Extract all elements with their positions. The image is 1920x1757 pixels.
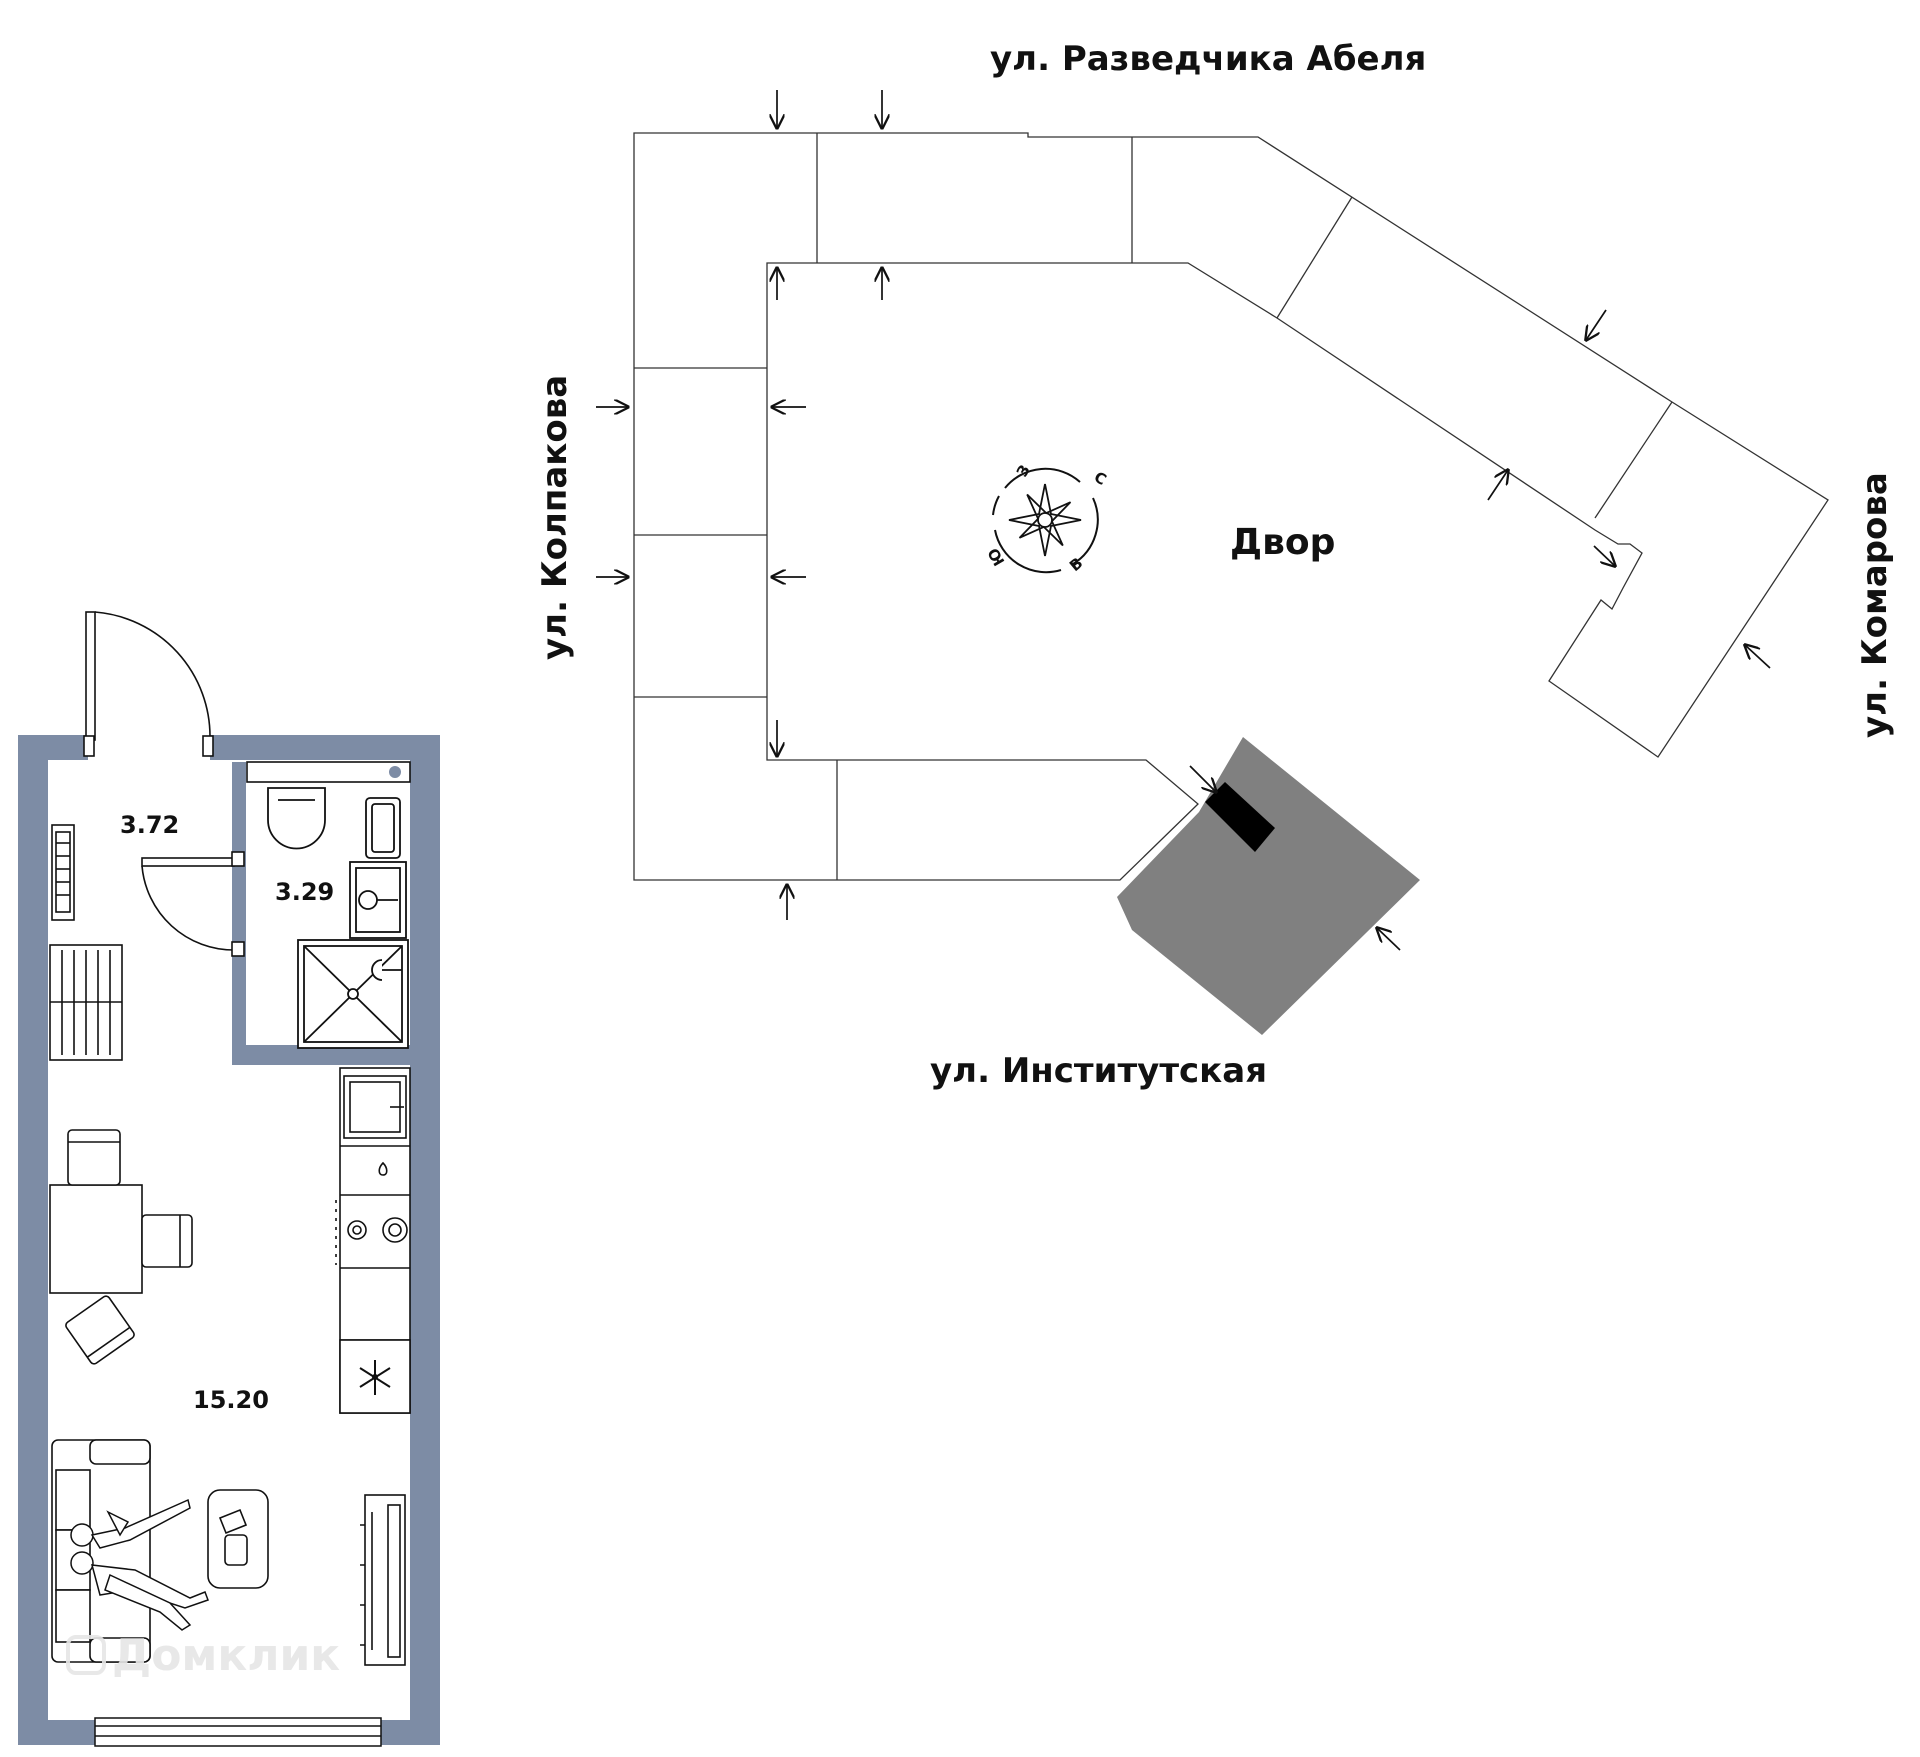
balcony-window	[94, 1717, 382, 1747]
courtyard-label: Двор	[1230, 522, 1335, 563]
compass-north: С	[1091, 468, 1110, 489]
snowflake-icon	[359, 1360, 391, 1395]
entrance-arrow	[1593, 545, 1615, 566]
area-hall: 3.72	[120, 811, 179, 839]
street-east: ул. Комарова	[1855, 472, 1895, 738]
hall-radiator	[51, 824, 75, 921]
bathroom-door	[141, 851, 245, 957]
apartment-plan: 3.72 3.29 15.20 Домклик	[18, 611, 440, 1747]
compass-south: Ю	[984, 545, 1008, 569]
shower-cabin	[297, 939, 409, 1049]
entrance-arrow	[1487, 470, 1508, 501]
street-north: ул. Разведчика Абеля	[990, 39, 1426, 79]
street-west: ул. Колпакова	[535, 375, 575, 660]
highlighted-building	[1117, 737, 1420, 1035]
compass-rose: С В Ю З	[984, 462, 1109, 575]
bathroom-rail	[246, 761, 411, 783]
watermark-text: Домклик	[112, 1630, 340, 1681]
entrance-arrows	[596, 90, 1771, 951]
entrance-arrow	[1745, 645, 1771, 669]
entrance-arrow	[1377, 928, 1401, 951]
entrance-arrow	[1586, 309, 1607, 340]
bathroom-sink	[349, 861, 407, 939]
entrance-arrow	[1189, 765, 1216, 792]
entrance-door	[83, 611, 214, 757]
tv-stand	[360, 1494, 406, 1666]
sofa	[51, 1439, 151, 1663]
area-living: 15.20	[193, 1386, 269, 1414]
people-illustration	[70, 1498, 209, 1631]
residential-complex-outline	[633, 132, 1829, 881]
wardrobe	[49, 944, 123, 1061]
street-south: ул. Институтская	[930, 1051, 1267, 1091]
watermark: Домклик	[66, 1630, 340, 1681]
area-bathroom: 3.29	[275, 878, 334, 906]
site-plan	[633, 132, 1829, 881]
coffee-table	[207, 1489, 269, 1589]
dining-set	[49, 1129, 193, 1365]
washing-machine	[365, 797, 401, 859]
entrance-opening	[88, 735, 210, 763]
toilet	[267, 787, 326, 850]
